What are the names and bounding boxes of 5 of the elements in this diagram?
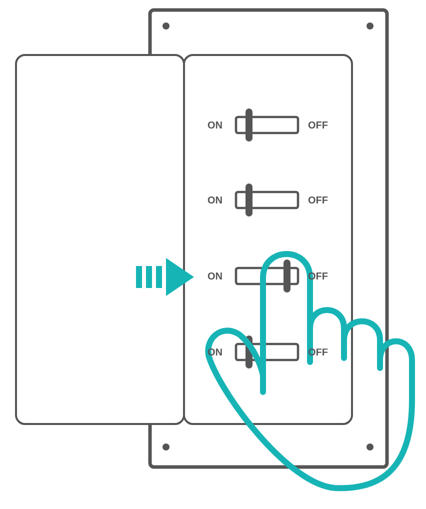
switch-label: ON (208, 196, 222, 204)
switch-label: ON (208, 121, 222, 129)
switch-label: ON (208, 272, 222, 280)
switch-label: OFF (308, 196, 328, 204)
switch-label: OFF (308, 121, 328, 129)
